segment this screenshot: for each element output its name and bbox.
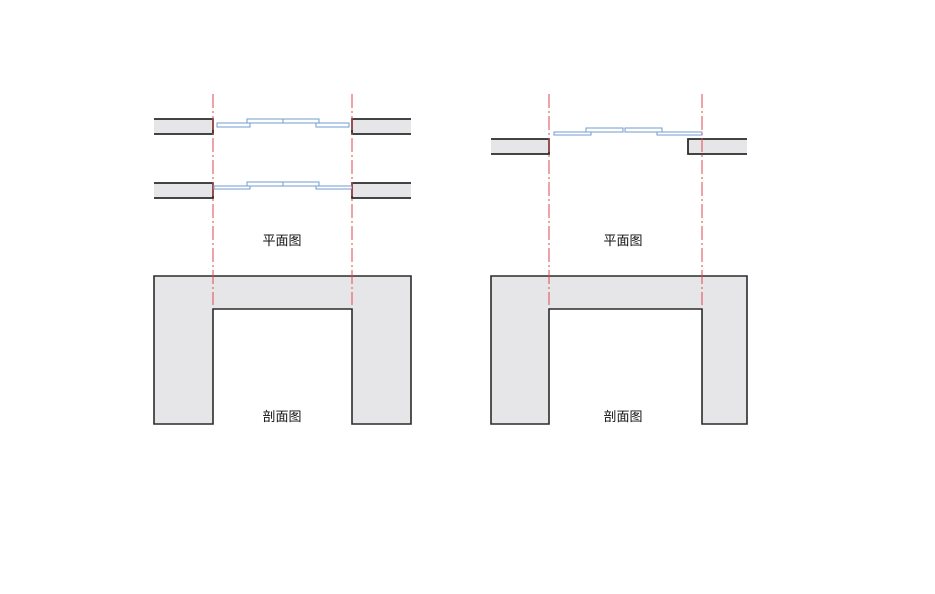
wall-stub-right [352,119,411,134]
sliding-panel [246,181,284,187]
sliding-panel [553,131,592,136]
section-label: 剖面图 [262,410,301,425]
left-plan-top [154,118,411,135]
sliding-panel [213,185,251,190]
plan-label: 平面图 [603,234,642,249]
sliding-panel [624,127,663,133]
left-section-wall [153,275,412,425]
plan-label: 平面图 [262,234,301,249]
section-label: 剖面图 [603,410,642,425]
wall-stub-right-outline [687,138,747,155]
sliding-panel [315,122,350,128]
sliding-panel [656,131,703,136]
left-diagram: 平面图 剖面图 [153,94,412,425]
wall-stub-left [154,119,213,134]
sliding-panel [315,185,353,190]
left-plan-bottom [154,181,411,199]
sliding-panel [585,127,624,133]
wall-stub-right [352,183,411,198]
sliding-panel [216,122,251,128]
wall-stub-right [688,139,747,154]
sliding-panel [282,118,320,124]
right-section-wall [490,275,748,425]
sliding-panel [246,118,284,124]
sliding-panel [282,181,320,187]
wall-stub-left [491,139,549,154]
right-diagram: 平面图 剖面图 [490,94,748,425]
wall-stub-left [154,183,213,198]
right-plan [491,127,747,155]
